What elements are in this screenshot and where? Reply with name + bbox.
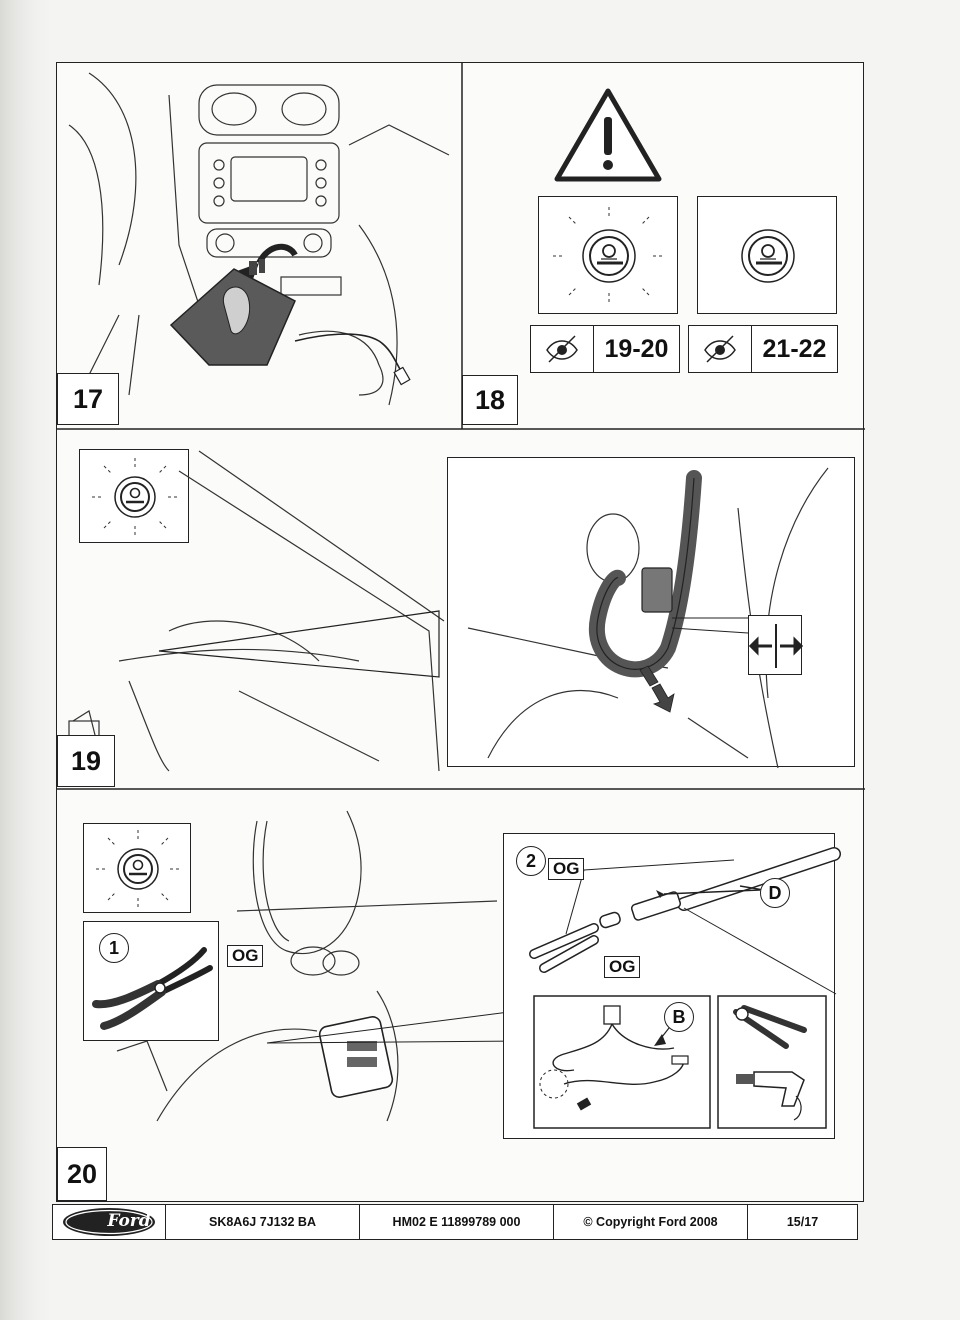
step-19-number: 19 — [57, 735, 115, 787]
blinking-ref-row: 19-20 — [530, 325, 680, 373]
trailer-indicator-lamp-icon — [553, 207, 665, 305]
trailer-indicator-lamp-icon — [96, 830, 180, 908]
step-18-number: 18 — [462, 375, 518, 425]
lamp-steady-panel — [697, 196, 837, 314]
splice-detail-inset: OG OG 2 D B — [503, 833, 841, 1139]
og-label-bottom: OG — [604, 956, 641, 978]
footer-part-number: SK8A6J 7J132 BA — [165, 1205, 359, 1239]
ref-steps-blinking: 19-20 — [604, 334, 669, 363]
inspect-eye-icon-cell — [531, 326, 594, 372]
disconnect-arrows-box — [748, 615, 804, 675]
footer-page-number: 15/17 — [747, 1205, 857, 1239]
trailer-indicator-lamp-icon — [92, 458, 178, 536]
ford-oval-logo — [63, 1208, 155, 1236]
inspect-eye-icon — [704, 335, 736, 363]
lamp-blinking-panel — [538, 196, 678, 314]
step-panels-frame — [57, 63, 865, 790]
step-20-number: 20 — [57, 1147, 107, 1201]
step-19-connector-inset — [447, 457, 855, 769]
callout-2: 2 — [516, 846, 546, 876]
step-20-wiring-illustration — [116, 810, 518, 1122]
footer-doc-number: HM02 E 11899789 000 — [359, 1205, 553, 1239]
step-17-console-illustration — [68, 72, 450, 406]
og-label-main: OG — [227, 945, 264, 967]
cutter-tool-inset — [83, 921, 219, 1041]
ref-steps-steady: 21-22 — [762, 334, 827, 363]
callout-b: B — [664, 1002, 694, 1032]
side-cutter-icon — [92, 947, 213, 1030]
ford-logo-text: Ford — [107, 1211, 151, 1231]
warning-triangle-icon — [554, 88, 662, 182]
disconnect-arrows-icon — [748, 624, 804, 668]
inspect-eye-icon-cell — [689, 326, 752, 372]
step-19-footwell-illustration — [68, 450, 445, 772]
og-label-top: OG — [548, 858, 585, 880]
step-19-lamp-panel — [79, 449, 189, 543]
step-17-number: 17 — [57, 373, 119, 425]
steady-ref-row: 21-22 — [688, 325, 838, 373]
step-20-lamp-panel — [83, 823, 191, 913]
inspect-eye-icon — [546, 335, 578, 363]
trailer-indicator-lamp-icon — [741, 229, 795, 283]
connector-disconnect-illustration — [467, 467, 829, 769]
callout-d: D — [760, 878, 790, 908]
document-footer: Ford SK8A6J 7J132 BA HM02 E 11899789 000… — [52, 1204, 858, 1240]
callout-1: 1 — [99, 933, 129, 963]
ford-logo-cell: Ford — [53, 1205, 165, 1239]
instruction-sheet: 17 — [56, 62, 865, 1202]
footer-copyright: © Copyright Ford 2008 — [553, 1205, 747, 1239]
